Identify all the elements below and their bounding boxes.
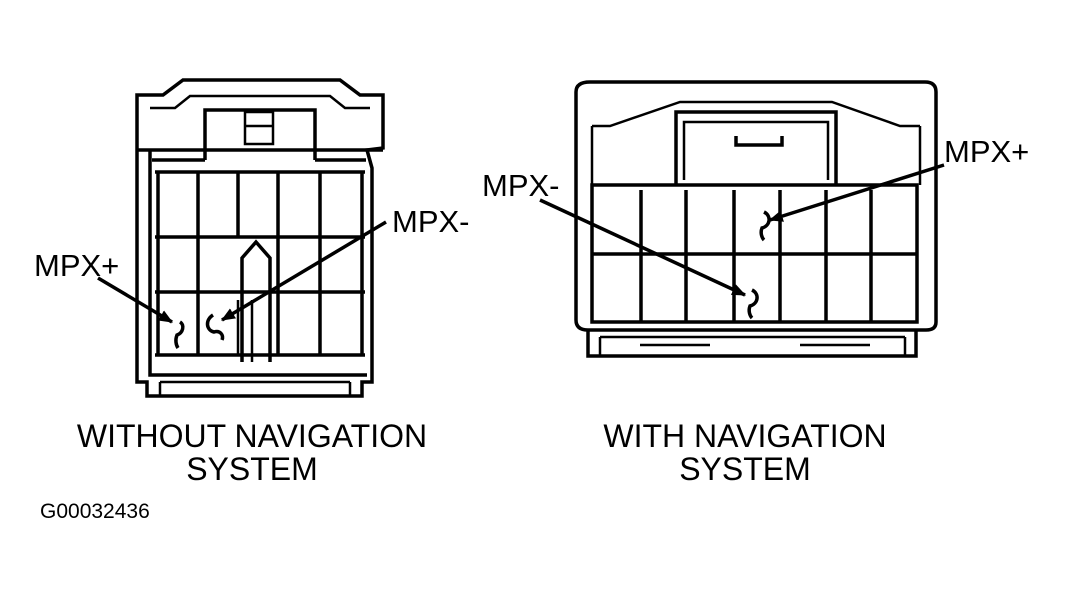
left-caption: WITHOUT NAVIGATION SYSTEM [52, 420, 452, 486]
left-caption-line1: WITHOUT NAVIGATION [76, 418, 428, 454]
left-connector: MPX+ MPX- [34, 78, 470, 398]
right-connector: MPX- MPX+ [482, 80, 1029, 358]
right-mpx-minus-terminal [747, 288, 759, 320]
left-caption-line2: SYSTEM [186, 451, 318, 487]
left-mpx-minus-label: MPX- [392, 204, 470, 239]
left-mpx-plus-terminal [174, 320, 185, 349]
right-mpx-plus-label: MPX+ [944, 134, 1029, 169]
figure-code: G00032436 [40, 500, 150, 523]
left-mpx-plus-label: MPX+ [34, 248, 119, 283]
left-cavity-grid [155, 170, 365, 362]
right-caption-line1: WITH NAVIGATION [603, 418, 887, 454]
left-mpx-minus-terminal [205, 313, 225, 341]
right-caption-line2: SYSTEM [679, 451, 811, 487]
right-caption: WITH NAVIGATION SYSTEM [545, 420, 945, 486]
right-cavity-grid [590, 183, 919, 324]
right-mpx-plus-terminal [759, 210, 771, 242]
right-mpx-minus-label: MPX- [482, 168, 560, 203]
